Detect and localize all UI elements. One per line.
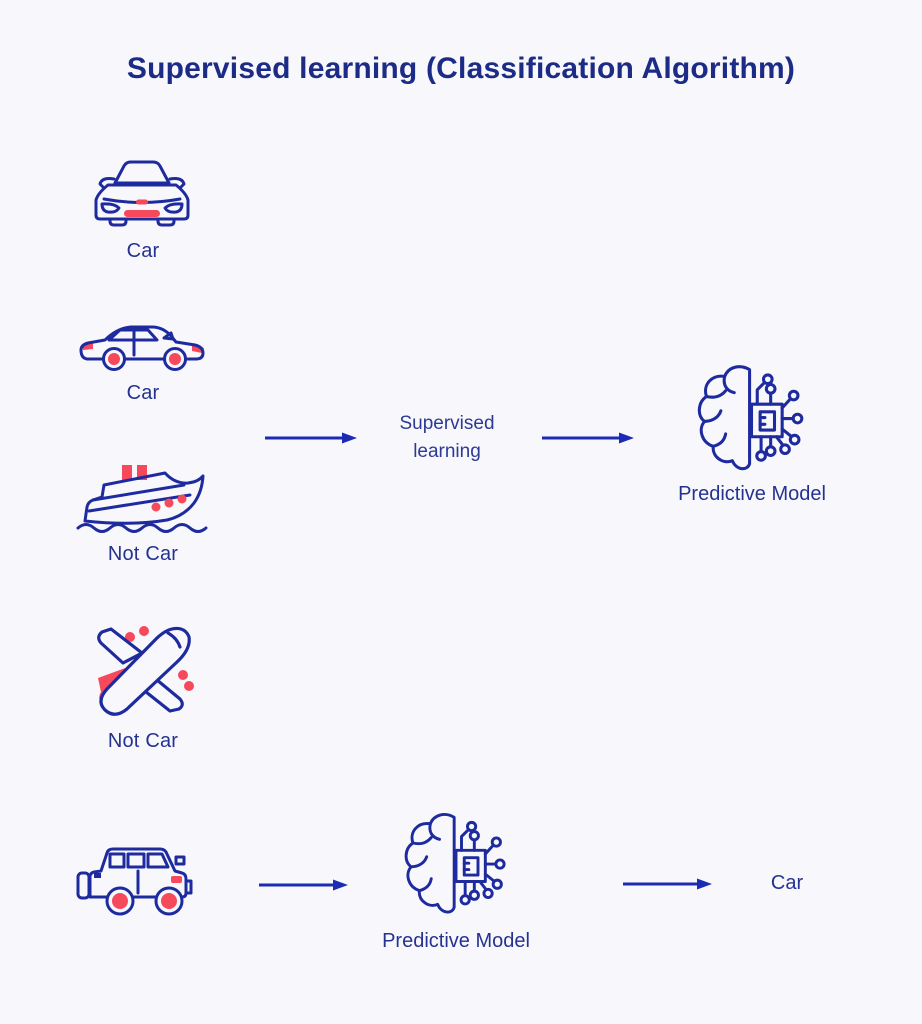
training-example-airplane [88,618,203,723]
car-side-icon [78,314,208,374]
airplane-icon [88,618,203,723]
arrow-right-icon [541,430,636,446]
car-front-icon [90,156,194,234]
brain-chip-icon [401,810,511,920]
training-example-car-front [90,156,194,234]
arrow-right-icon [258,877,350,893]
training-example-label: Not Car [107,730,179,752]
arrow-right-icon [264,430,359,446]
training-example-label: Not Car [107,543,179,565]
training-example-ship [72,458,212,536]
training-example-label: Car [126,382,160,404]
brain-chip-icon [694,362,809,477]
ship-icon [72,458,212,536]
supervised-learning-label: Supervised learning [399,413,495,462]
predictive-model-label: Predictive Model [382,930,530,952]
training-example-car-side [78,314,208,374]
page-title: Supervised learning (Classification Algo… [126,52,796,85]
suv-icon [76,840,211,925]
arrow-right-icon [622,876,714,892]
predictive-model-label: Predictive Model [678,483,826,505]
prediction-output-label: Car [770,872,804,894]
training-example-label: Car [126,240,160,262]
